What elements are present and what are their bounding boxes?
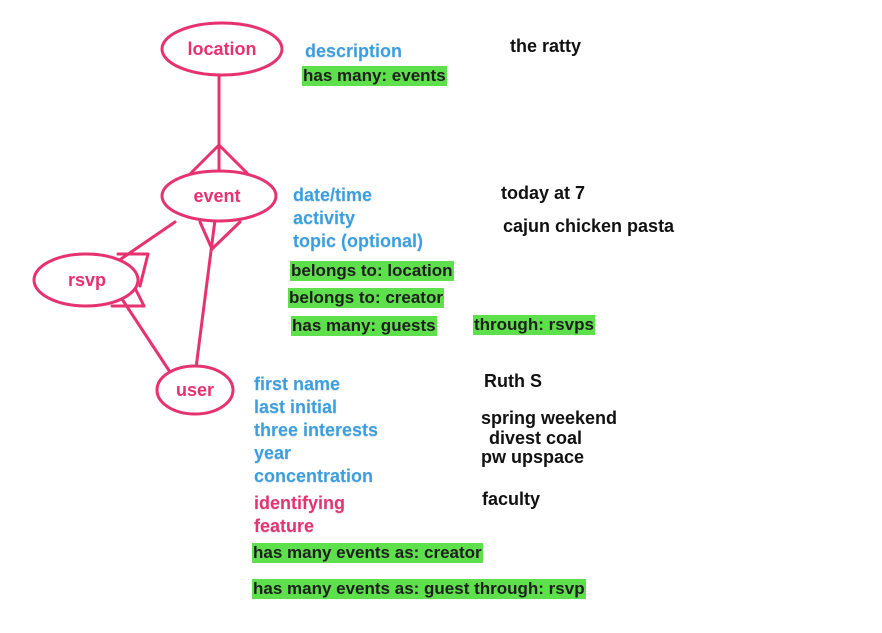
line-event-user [194,218,217,370]
user-assoc-events-as-guest: has many events as: guest through: rsvp [252,579,586,599]
event-assoc-belongs-to-creator: belongs to: creator [288,288,444,308]
entity-event-label: event [193,186,240,206]
entities [32,21,284,416]
user-sample-interest-3: pw upspace [481,447,585,467]
user-sample-identifying-feature: faculty [482,489,541,509]
user-attr-identifying: identifying [254,493,345,513]
line-rsvp-user [118,294,172,374]
event-sample-date-time: today at 7 [501,183,586,203]
user-attr-concentration: concentration [254,466,374,486]
entity-location-label: location [187,39,256,59]
relationship-lines [110,74,249,374]
entity-event-shape[interactable] [160,169,278,223]
user-assoc-events-as-creator: has many events as: creator [252,543,483,563]
user-attr-last-initial: last initial [254,397,338,417]
user-attr-feature: feature [254,516,315,536]
user-sample-interest-1: spring weekend [481,408,618,428]
event-attr-topic: topic (optional) [293,231,423,251]
event-attr-activity: activity [293,208,356,228]
location-sample-description: the ratty [510,36,582,56]
entity-rsvp-shape[interactable] [32,252,140,308]
user-attr-three-interests: three interests [254,420,379,440]
user-sample-name: Ruth S [484,371,542,391]
event-assoc-has-many-guests: has many: guests [291,316,437,336]
user-attr-first-name: first name [254,374,341,394]
event-assoc-through-rsvps: through: rsvps [473,315,595,335]
event-assoc-belongs-to-location: belongs to: location [290,261,454,281]
user-sample-interest-2: divest coal [489,428,583,448]
crowfoot-user-a [198,220,214,251]
event-sample-activity: cajun chicken pasta [503,216,675,236]
event-attr-date-time: date/time [293,185,373,205]
crowfoot-event-left [189,143,221,175]
entity-location-shape[interactable] [160,21,284,77]
location-assoc-has-many-events: has many: events [302,66,447,86]
location-attr-description: description [305,41,403,61]
entity-user-label: user [176,380,214,400]
entity-user-shape[interactable] [155,364,235,416]
entity-rsvp-label: rsvp [68,270,106,290]
user-attr-year: year [254,443,292,463]
crowfoot-event-right [217,143,249,175]
crowfoot-rsvp-top-b [138,252,150,288]
crowfoot-user-b [210,220,242,251]
